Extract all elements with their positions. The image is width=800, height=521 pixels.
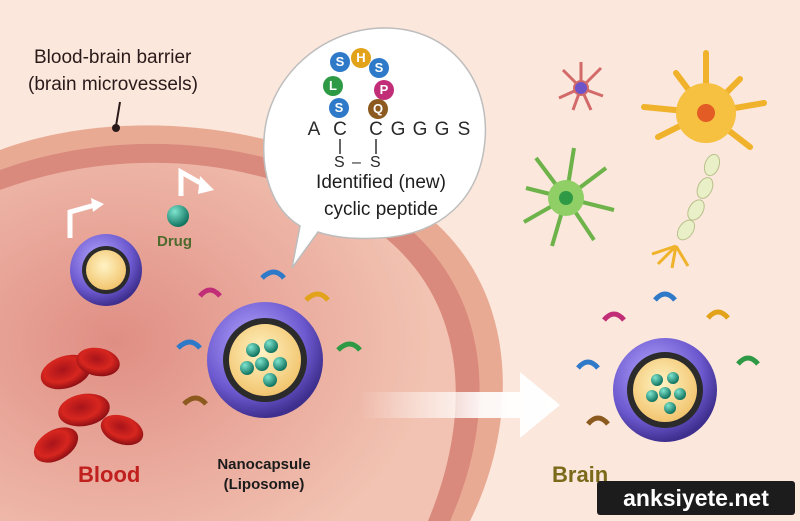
peptide-bead: S xyxy=(330,52,350,72)
sequence-residue: G xyxy=(412,119,428,140)
small-liposome xyxy=(70,234,142,306)
arrow-left xyxy=(67,202,96,238)
disulfide-s-left: S xyxy=(334,154,345,171)
nanocapsule-label-line1: Nanocapsule xyxy=(217,456,311,473)
nanocapsule-label-line2: (Liposome) xyxy=(223,476,305,493)
peptide-ligands-brain xyxy=(576,291,760,426)
arrow-left-head xyxy=(91,198,104,212)
sequence-residue: G xyxy=(434,119,450,140)
astrocyte-pink-nucleus xyxy=(573,80,589,96)
neuron-yellow-nucleus xyxy=(697,104,715,122)
sequence-residue: C xyxy=(369,119,383,140)
neuron-axon xyxy=(676,153,721,241)
nanocapsule xyxy=(207,302,323,418)
arrow-drug xyxy=(178,167,206,196)
drug-molecule xyxy=(167,205,189,227)
peptide-bead: Q xyxy=(368,99,388,119)
speech-bubble xyxy=(262,27,487,269)
bbb-pointer xyxy=(115,101,121,127)
peptide-bead: S xyxy=(369,58,389,78)
brain-liposome xyxy=(613,338,717,442)
drug-label: Drug xyxy=(157,233,192,250)
identified-label-line2: cyclic peptide xyxy=(323,199,439,220)
astrocyte-pink xyxy=(558,62,604,111)
bbb-label-line1: Blood-brain barrier xyxy=(34,47,192,68)
identified-label-line1: Identified (new) xyxy=(316,172,446,193)
disulfide-s-right: S xyxy=(370,154,381,171)
arrow-drug-head xyxy=(198,176,214,194)
peptide-bead: H xyxy=(351,48,371,68)
transfer-arrow xyxy=(360,372,560,438)
astrocyte-green-nucleus xyxy=(559,191,573,205)
bbb-label-line2: (brain microvessels) xyxy=(28,74,198,95)
red-blood-cells xyxy=(33,347,144,463)
peptide-bead: L xyxy=(323,76,343,96)
peptide-bead: S xyxy=(329,98,349,118)
bbb-pointer-dot xyxy=(112,124,120,132)
watermark: anksiyete.net xyxy=(597,481,795,515)
axon-terminals xyxy=(651,244,690,269)
sequence-residue: S xyxy=(457,119,471,140)
peptide-bead: P xyxy=(374,80,394,100)
sequence-residue: C xyxy=(333,119,347,140)
disulfide-dash: – xyxy=(352,154,361,171)
astrocyte-green xyxy=(523,147,615,247)
sequence-residue: A xyxy=(307,119,321,140)
peptide-ligands-blood xyxy=(176,269,362,406)
blood-label: Blood xyxy=(78,462,141,487)
sequence-residue: G xyxy=(390,119,406,140)
